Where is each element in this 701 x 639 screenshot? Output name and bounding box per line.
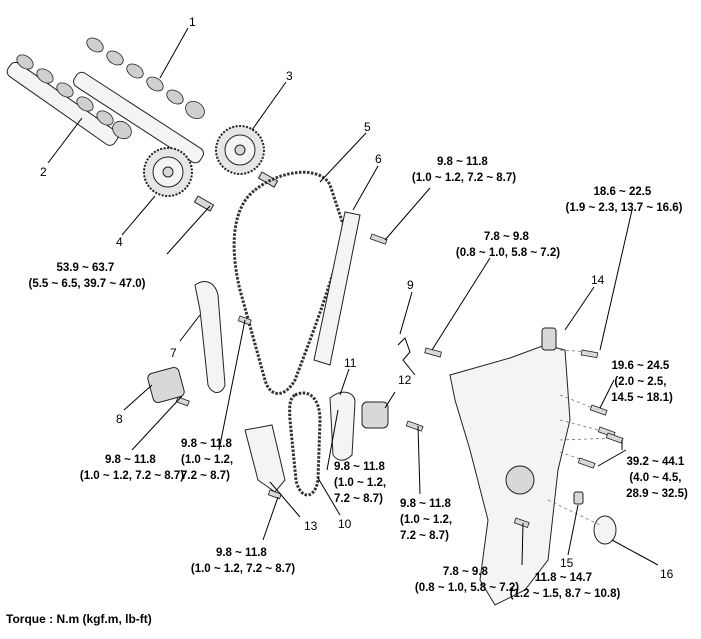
torque-spec-oil-tensioner-bolt: 9.8 ~ 11.8 (1.0 ~ 1.2, 7.2 ~ 8.7) bbox=[400, 498, 455, 542]
callout-7: 7 bbox=[170, 346, 177, 360]
oil-pump-chain-guide bbox=[329, 391, 356, 461]
sprocket-bolts bbox=[193, 171, 279, 212]
callout-15: 15 bbox=[560, 556, 574, 570]
cover-seal-bore bbox=[505, 465, 535, 495]
callout-13: 13 bbox=[304, 519, 318, 533]
cover-plug bbox=[573, 491, 584, 505]
torque-unit-legend: Torque : N.m (kgf.m, lb-ft) bbox=[6, 612, 152, 626]
callout-6: 6 bbox=[375, 152, 382, 166]
leader-lines bbox=[47, 27, 659, 566]
torque-spec-cover-top-right: 18.6 ~ 22.5 (1.9 ~ 2.3, 13.7 ~ 16.6) bbox=[566, 186, 683, 214]
callout-9: 9 bbox=[407, 278, 414, 292]
torque-spec-tensioner-bolt: 9.8 ~ 11.8 (1.0 ~ 1.2, 7.2 ~ 8.7) bbox=[80, 454, 184, 482]
exhaust-cvvt-sprocket bbox=[143, 147, 193, 197]
oil-pump-chain bbox=[288, 391, 322, 497]
cover-neck bbox=[541, 327, 557, 351]
oil-pump-chain-tensioner bbox=[361, 401, 389, 429]
oil-pump-chain-cover bbox=[244, 424, 286, 493]
callout-12: 12 bbox=[398, 373, 412, 387]
bracket bbox=[397, 337, 416, 376]
callout-16: 16 bbox=[660, 567, 674, 581]
timing-chain bbox=[232, 170, 347, 395]
exhaust-camshaft bbox=[6, 54, 132, 146]
torque-spec-plug: 11.8 ~ 14.7 (1.2 ~ 1.5, 8.7 ~ 10.8) bbox=[510, 572, 621, 600]
front-oil-seal bbox=[593, 515, 617, 545]
torque-spec-cover-right-upper: 19.6 ~ 24.5 (2.0 ~ 2.5, 14.5 ~ 18.1) bbox=[611, 360, 673, 404]
torque-spec-oil-cover-bolt: 9.8 ~ 11.8 (1.0 ~ 1.2, 7.2 ~ 8.7) bbox=[191, 547, 295, 575]
torque-spec-cover-left-bolt: 7.8 ~ 9.8 (0.8 ~ 1.0, 5.8 ~ 7.2) bbox=[456, 231, 560, 259]
torque-spec-cover-bottom-bolt: 7.8 ~ 9.8 (0.8 ~ 1.0, 5.8 ~ 7.2) bbox=[415, 566, 519, 594]
torque-spec-tensioner-arm-bolt: 9.8 ~ 11.8 (1.0 ~ 1.2, 7.2 ~ 8.7) bbox=[181, 438, 236, 482]
callout-2: 2 bbox=[40, 165, 47, 179]
callout-1: 1 bbox=[189, 15, 196, 29]
intake-cvvt-sprocket bbox=[215, 125, 265, 175]
callout-3: 3 bbox=[286, 69, 293, 83]
torque-spec-sprocket-bolt: 53.9 ~ 63.7 (5.5 ~ 6.5, 39.7 ~ 47.0) bbox=[29, 262, 146, 290]
intake-camshaft bbox=[73, 37, 205, 164]
callout-8: 8 bbox=[116, 412, 123, 426]
torque-spec-oil-guide-bolt: 9.8 ~ 11.8 (1.0 ~ 1.2, 7.2 ~ 8.7) bbox=[334, 461, 389, 505]
timing-chain-guide bbox=[313, 211, 361, 366]
callout-10: 10 bbox=[338, 517, 352, 531]
bolts bbox=[175, 233, 624, 528]
torque-spec-cover-right-lower: 39.2 ~ 44.1 (4.0 ~ 4.5, 28.9 ~ 32.5) bbox=[626, 456, 688, 500]
callout-5: 5 bbox=[364, 120, 371, 134]
torque-spec-cover-upper-bolt: 9.8 ~ 11.8 (1.0 ~ 1.2, 7.2 ~ 8.7) bbox=[412, 156, 516, 184]
chain-tensioner-arm bbox=[194, 281, 226, 393]
callout-4: 4 bbox=[116, 235, 123, 249]
chain-tensioner bbox=[147, 366, 185, 404]
callout-11: 11 bbox=[344, 356, 357, 370]
callout-14: 14 bbox=[591, 273, 605, 287]
